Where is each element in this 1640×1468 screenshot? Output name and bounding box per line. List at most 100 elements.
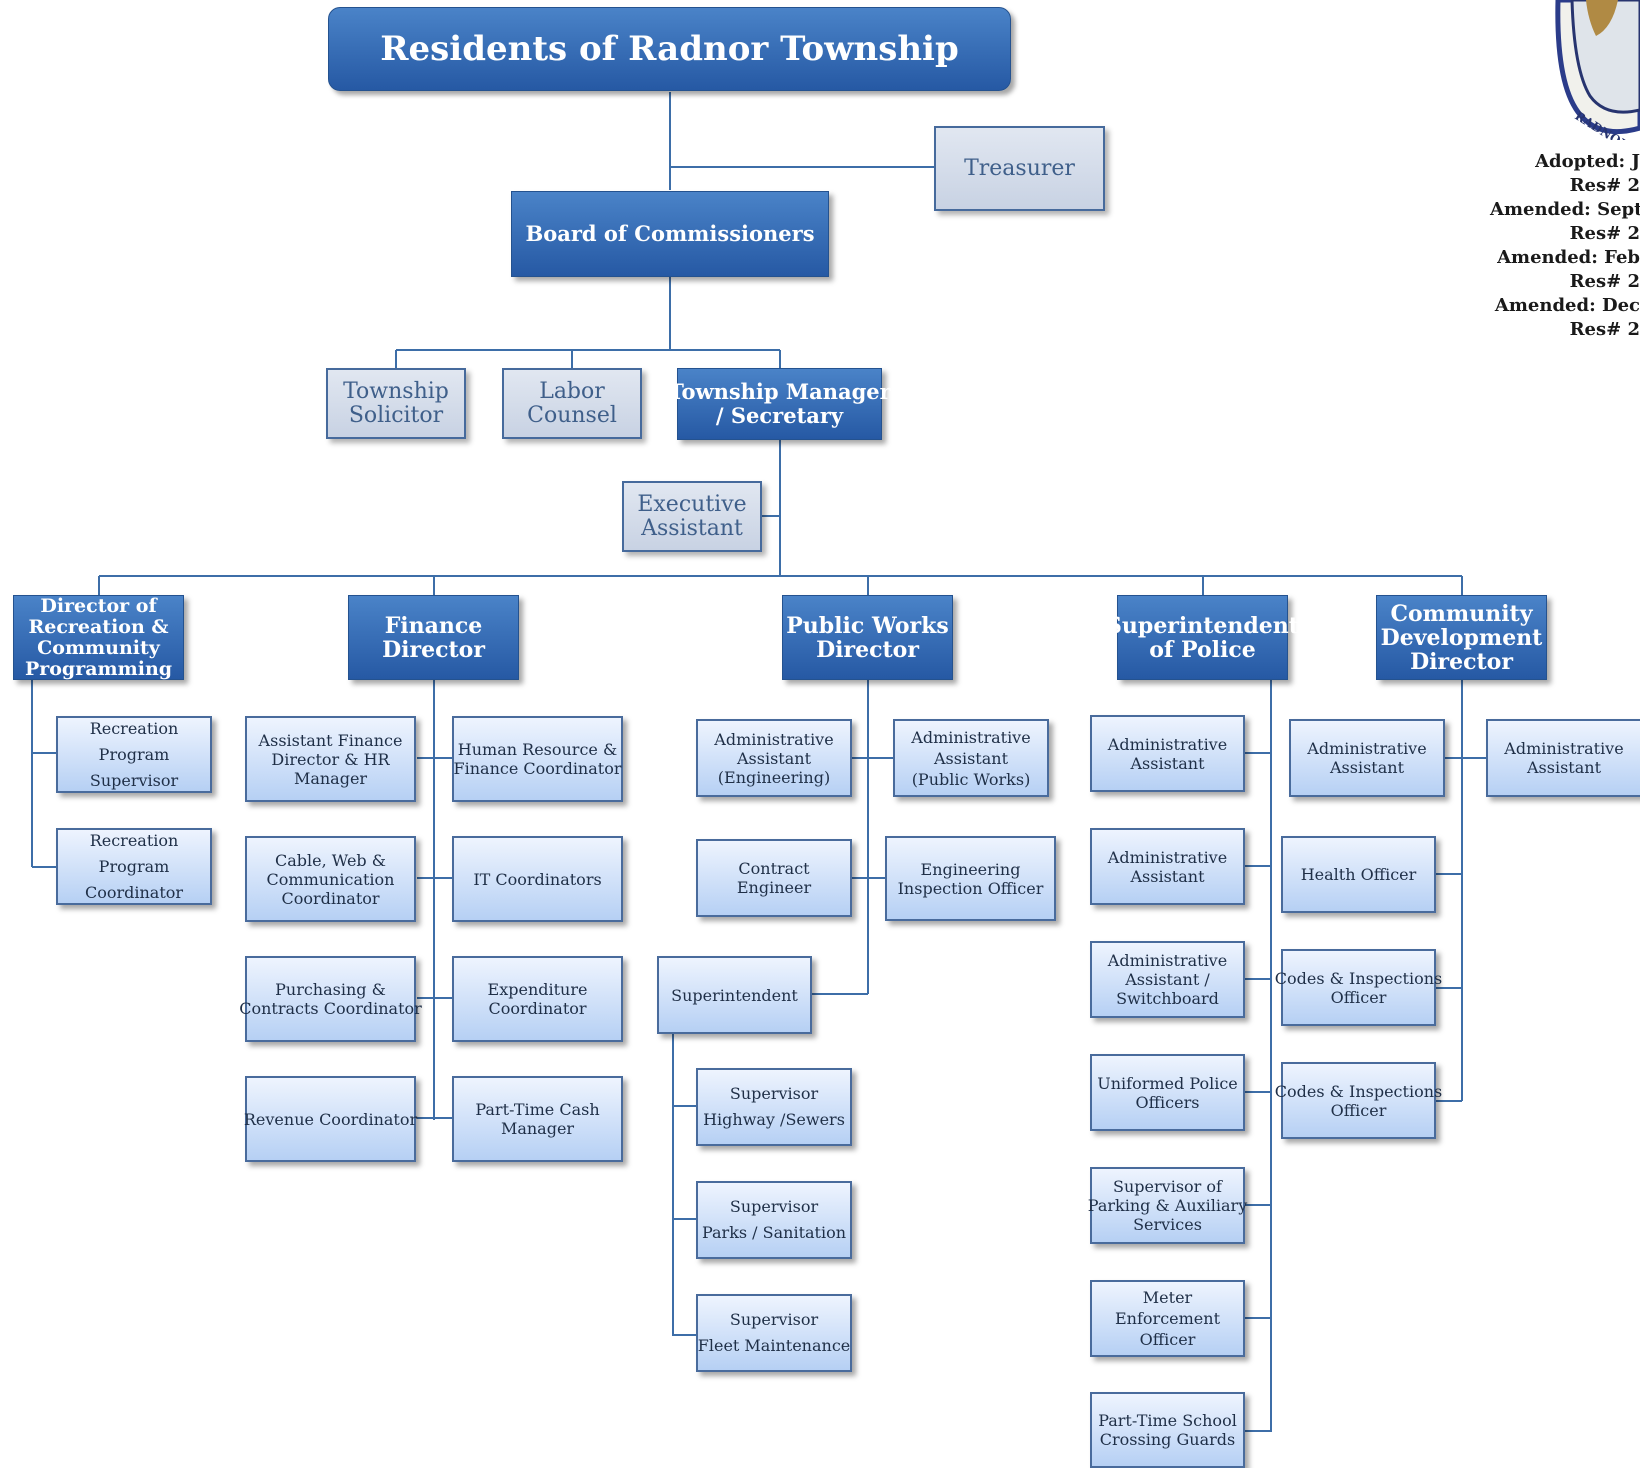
head-line: Development bbox=[1380, 624, 1543, 651]
community-development-director-box: Community Development Director bbox=[1376, 595, 1547, 680]
police-superintendent-box: Superintendent of Police bbox=[1106, 595, 1299, 680]
treasurer-label: Treasurer bbox=[964, 155, 1075, 181]
staff-line: Expenditure bbox=[487, 980, 588, 999]
exec-label-2: Assistant bbox=[641, 515, 743, 541]
staff-line: Administrative bbox=[1107, 847, 1228, 867]
supervisor-parks-sanitation-box: Supervisor Parks / Sanitation bbox=[696, 1181, 852, 1259]
public-works-superintendent-box: Superintendent bbox=[657, 956, 812, 1034]
police-admin-assistant-1-box: Administrative Assistant bbox=[1090, 715, 1245, 792]
staff-line: Assistant bbox=[1329, 758, 1404, 777]
staff-line: Parking & Auxiliary bbox=[1087, 1196, 1248, 1215]
staff-line: Recreation bbox=[89, 718, 179, 738]
staff-line: Codes & Inspections bbox=[1274, 1081, 1443, 1101]
staff-line: Part-Time Cash bbox=[475, 1100, 600, 1119]
staff-line: Supervisor bbox=[729, 1197, 819, 1216]
staff-line: Recreation bbox=[89, 830, 179, 850]
staff-line: Assistant bbox=[736, 748, 811, 768]
staff-line: (Public Works) bbox=[911, 769, 1031, 789]
staff-line: Coordinator bbox=[488, 999, 587, 1018]
cd-admin-assistant-1-box: Administrative Assistant bbox=[1289, 719, 1445, 797]
cd-admin-assistant-2-box: Administrative Assistant bbox=[1486, 719, 1640, 797]
crossing-guards-box: Part-Time School Crossing Guards bbox=[1090, 1392, 1245, 1468]
staff-line: Program bbox=[98, 744, 170, 764]
township-manager-box: Township Manager / Secretary bbox=[668, 368, 891, 440]
board-of-commissioners-box: Board of Commissioners bbox=[511, 191, 829, 277]
staff-line: Supervisor of bbox=[1113, 1177, 1222, 1196]
staff-line: Engineer bbox=[736, 878, 812, 897]
head-line: Community bbox=[1390, 600, 1533, 627]
exec-label-1: Executive bbox=[637, 491, 747, 517]
labor-label-2: Counsel bbox=[527, 402, 617, 428]
expenditure-coordinator-box: Expenditure Coordinator bbox=[452, 956, 623, 1042]
head-line: Director bbox=[1410, 648, 1513, 675]
adoption-note-line: Res# 2 bbox=[1569, 175, 1640, 196]
purchasing-contracts-box: Purchasing & Contracts Coordinator bbox=[239, 956, 422, 1042]
head-line: Director bbox=[816, 636, 919, 663]
staff-line: Coordinator bbox=[84, 882, 184, 902]
head-line: Recreation & bbox=[28, 615, 169, 638]
staff-line: Officer bbox=[1139, 1330, 1196, 1349]
staff-line: Officer bbox=[1330, 987, 1387, 1007]
staff-line: Administrative bbox=[911, 727, 1031, 747]
staff-line: Assistant bbox=[933, 748, 1008, 768]
recreation-program-supervisor-box: Recreation Program Supervisor bbox=[56, 716, 212, 793]
staff-line: Revenue Coordinator bbox=[243, 1109, 418, 1129]
staff-line: Supervisor bbox=[89, 770, 179, 790]
police-admin-assistant-2-box: Administrative Assistant bbox=[1090, 828, 1245, 905]
admin-assistant-engineering-box: Administrative Assistant (Engineering) bbox=[696, 719, 852, 797]
solicitor-label-2: Solicitor bbox=[348, 402, 444, 428]
staff-line: Inspection Officer bbox=[897, 878, 1044, 898]
staff-line: Assistant / bbox=[1125, 970, 1210, 989]
head-line: Programming bbox=[24, 657, 173, 680]
solicitor-label-1: Township bbox=[343, 378, 449, 404]
staff-line: Assistant bbox=[1130, 753, 1205, 773]
police-admin-switchboard-box: Administrative Assistant / Switchboard bbox=[1090, 941, 1245, 1018]
staff-line: Administrative bbox=[1107, 734, 1228, 754]
township-seal-logo: RADNOR bbox=[1555, 0, 1640, 140]
finance-director-box: Finance Director bbox=[348, 595, 519, 680]
executive-assistant-box: Executive Assistant bbox=[622, 481, 762, 552]
adoption-note-line: Res# 2 bbox=[1569, 223, 1640, 244]
head-line: Community bbox=[37, 636, 160, 659]
manager-label-2: / Secretary bbox=[715, 403, 844, 428]
staff-line: Program bbox=[98, 856, 170, 876]
codes-inspections-officer-2-box: Codes & Inspections Officer bbox=[1275, 1062, 1442, 1139]
treasurer-box: Treasurer bbox=[934, 126, 1105, 211]
staff-line: Administrative bbox=[1107, 951, 1228, 970]
manager-label-1: Township Manager bbox=[668, 379, 891, 404]
recreation-program-coordinator-box: Recreation Program Coordinator bbox=[56, 828, 212, 905]
page-title: Residents of Radnor Township bbox=[380, 29, 959, 69]
recreation-director-box: Director of Recreation & Community Progr… bbox=[13, 595, 184, 680]
staff-line: Codes & Inspections bbox=[1274, 968, 1443, 988]
staff-line: Crossing Guards bbox=[1099, 1430, 1236, 1449]
staff-line: Manager bbox=[500, 1119, 575, 1138]
adoption-note-line: Adopted: J bbox=[1535, 151, 1640, 172]
contract-engineer-box: Contract Engineer bbox=[696, 839, 852, 917]
staff-line: Officer bbox=[1330, 1100, 1387, 1120]
cable-web-communication-box: Cable, Web & Communication Coordinator bbox=[245, 836, 416, 922]
codes-inspections-officer-1-box: Codes & Inspections Officer bbox=[1275, 949, 1442, 1026]
head-line: Finance bbox=[384, 612, 483, 639]
staff-line: Contract bbox=[738, 859, 810, 878]
staff-line: Supervisor bbox=[729, 1084, 819, 1103]
staff-line: IT Coordinators bbox=[473, 869, 602, 889]
staff-line: Cable, Web & bbox=[275, 850, 386, 870]
staff-line: Administrative bbox=[714, 729, 834, 749]
staff-line: Enforcement bbox=[1115, 1309, 1220, 1328]
staff-line: Purchasing & bbox=[275, 980, 386, 999]
residents-title-box: Residents of Radnor Township bbox=[328, 7, 1011, 91]
staff-line: Meter bbox=[1142, 1288, 1193, 1307]
staff-line: Contracts Coordinator bbox=[239, 999, 422, 1018]
supervisor-fleet-maintenance-box: Supervisor Fleet Maintenance bbox=[696, 1294, 852, 1372]
staff-line: Assistant bbox=[1130, 866, 1205, 886]
staff-line: Parks / Sanitation bbox=[701, 1223, 847, 1242]
labor-counsel-box: Labor Counsel bbox=[502, 368, 642, 439]
part-time-cash-manager-box: Part-Time Cash Manager bbox=[452, 1076, 623, 1162]
head-line: Superintendent bbox=[1106, 612, 1299, 639]
staff-line: Engineering bbox=[920, 859, 1021, 879]
parking-auxiliary-supervisor-box: Supervisor of Parking & Auxiliary Servic… bbox=[1087, 1167, 1248, 1244]
staff-line: Human Resource & bbox=[457, 740, 618, 759]
assistant-finance-director-box: Assistant Finance Director & HR Manager bbox=[245, 716, 416, 802]
